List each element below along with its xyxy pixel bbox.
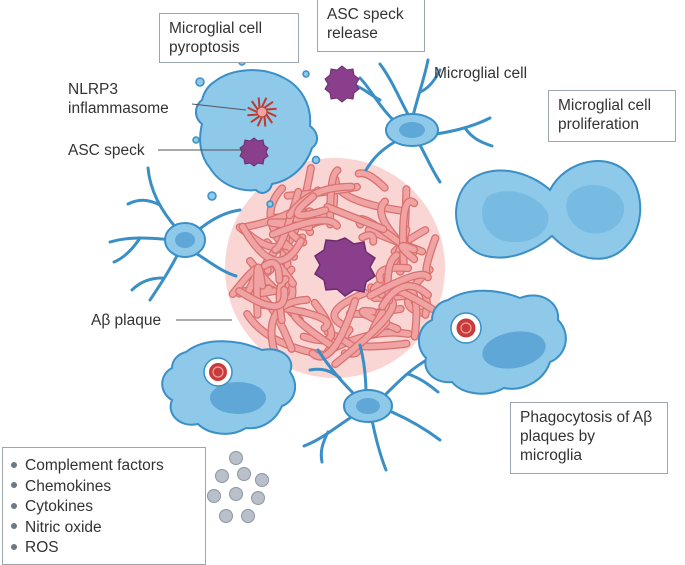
inflammasome-spoke: [263, 116, 267, 127]
abeta-plaque: [225, 158, 445, 378]
secreted-particle: [219, 509, 233, 523]
secreted-particle: [237, 467, 251, 481]
amyloid-fibril: [359, 232, 377, 245]
inflammasome-spoke: [247, 106, 258, 113]
amyloid-fibril: [236, 287, 288, 309]
secreted-particle: [207, 489, 221, 503]
asc-release-label: ASC speck release: [327, 6, 404, 42]
nlrp3-label: NLRP3 inflammasome: [68, 80, 193, 118]
inflammasome-spoke: [250, 115, 261, 124]
legend-item-label: Chemokines: [25, 477, 112, 495]
amyloid-fibril: [423, 235, 439, 276]
legend-item-label: Nitric oxide: [25, 518, 102, 536]
legend-item: Chemokines: [9, 477, 199, 498]
bullet-icon: [11, 502, 17, 509]
phagocytic-microglia-left: [161, 340, 297, 435]
pyroptosis-label-box: Microglial cell pyroptosis: [159, 13, 299, 63]
proliferation-label-box: Microglial cell proliferation: [548, 90, 676, 142]
amyloid-fibril: [276, 276, 289, 323]
inflammasome-spoke: [257, 97, 261, 108]
nlrp3-label-text: NLRP3 inflammasome: [68, 81, 169, 117]
amyloid-fibril: [324, 204, 387, 232]
secreted-particles: [207, 451, 269, 523]
amyloid-fibril: [268, 297, 310, 354]
secreted-particle: [215, 469, 229, 483]
amyloid-fibril: [270, 217, 340, 238]
bullet-icon: [11, 523, 17, 530]
proliferation-label: Microglial cell proliferation: [558, 97, 652, 133]
legend-item-label: Cytokines: [25, 498, 94, 515]
pyroptotic-microglia: [192, 58, 321, 208]
legend-item-label: Complement factors: [25, 457, 164, 474]
inflammasome-spoke: [247, 113, 258, 117]
secreted-particle: [255, 473, 269, 487]
legend-item-label: ROS: [25, 539, 59, 556]
bullet-icon: [11, 543, 17, 550]
proliferating-microglia: [455, 160, 642, 260]
asc-speck-released: [324, 65, 360, 103]
amyloid-fibril: [300, 300, 334, 343]
asc-speck-inner: [239, 137, 269, 167]
plaque-core: [314, 237, 376, 297]
ramified-microglia-bottom: [302, 343, 442, 472]
asc-release-label-box: ASC speck release: [317, 0, 425, 52]
secreted-particle: [251, 491, 265, 505]
secreted-particle: [229, 451, 243, 465]
abeta-plaque-label: Aβ plaque: [91, 312, 162, 329]
amyloid-fibril: [262, 260, 283, 283]
amyloid-fibril: [399, 243, 417, 262]
legend-item: Nitric oxide: [9, 518, 199, 539]
inflammasome-core: [256, 106, 268, 118]
inflammasome-spoke: [266, 111, 277, 118]
amyloid-fibril: [355, 170, 388, 191]
bullet-icon: [11, 482, 17, 489]
phagocytosis-label-box: Phagocytosis of Aβ plaques by microglia: [510, 402, 668, 474]
secreted-particle: [241, 509, 255, 523]
legend-item: Cytokines: [9, 497, 199, 518]
inflammasome-spoke: [265, 113, 274, 124]
asc-speck-label: ASC speck: [68, 142, 145, 159]
amyloid-fibril: [379, 283, 431, 310]
amyloid-fibril: [294, 193, 329, 218]
amyloid-fibril: [331, 290, 369, 328]
nlrp3-inflammasome: [247, 97, 277, 127]
amyloid-fibril: [272, 189, 302, 253]
pyroptosis-label: Microglial cell pyroptosis: [169, 20, 263, 56]
phagocytic-microglia-right: [417, 289, 567, 395]
legend-item: ROS: [9, 538, 199, 559]
inflammasome-spoke: [256, 116, 263, 127]
phagocytosis-label: Phagocytosis of Aβ plaques by microglia: [520, 409, 653, 464]
amyloid-fibril: [309, 298, 358, 360]
leader-lines: [158, 103, 247, 321]
inflammasome-spoke: [250, 100, 259, 111]
inflammasome-spoke: [261, 97, 268, 108]
microglial-cell-label: Microglial cell: [434, 65, 528, 82]
amyloid-fibril: [367, 272, 431, 299]
secreted-particle: [229, 487, 243, 501]
amyloid-fibril: [376, 264, 411, 283]
inflammasome-spoke: [266, 107, 277, 111]
legend-item: Complement factors: [9, 456, 199, 477]
bullet-icon: [11, 461, 17, 468]
inflammasome-spoke: [263, 100, 274, 109]
